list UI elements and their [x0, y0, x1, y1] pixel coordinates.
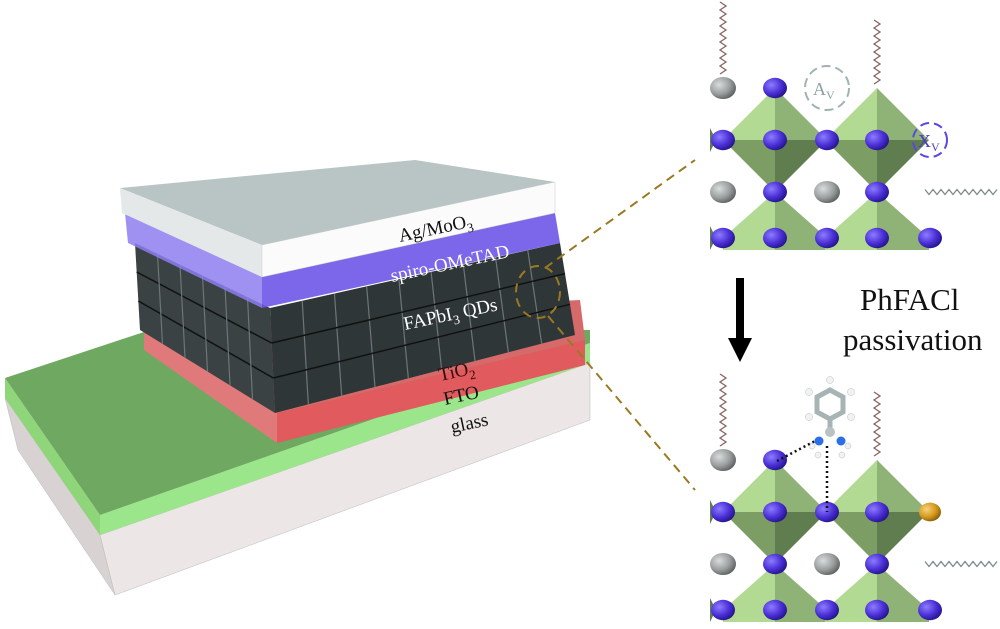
- ligand-chain: [872, 391, 882, 457]
- pbx6-octahedron-face: [775, 460, 827, 512]
- a-site-cation: [814, 180, 840, 204]
- svg-text:XV: XV: [918, 131, 940, 154]
- qd-grid-line: [494, 257, 509, 353]
- halide-ion: [763, 449, 787, 471]
- pbx6-octahedron-face: [825, 460, 877, 512]
- qd-grid-line: [333, 293, 343, 396]
- a-site-cation: [814, 552, 840, 576]
- halide-ion: [865, 553, 889, 575]
- ligand-chain: [718, 373, 728, 447]
- qd-grid-line: [246, 297, 254, 400]
- qd-grid-line: [201, 275, 209, 372]
- pbx6-octahedron-face: [775, 512, 827, 564]
- a-site-vacancy: AV: [804, 65, 850, 111]
- halide-ion: [711, 227, 735, 249]
- ligand-chain: [872, 19, 882, 85]
- a-site-cation: [710, 180, 736, 204]
- qd-grid-line: [430, 271, 443, 370]
- phfa-molecule: [776, 376, 855, 512]
- callout-line-bottom: [547, 315, 696, 491]
- halide-ion: [918, 599, 942, 621]
- ligand-chain: [718, 1, 728, 75]
- halide-ion: [711, 599, 735, 621]
- pbx6-octahedron-face: [723, 512, 775, 564]
- halide-ion: [763, 501, 787, 523]
- halide-ion: [865, 227, 889, 249]
- halide-ion: [763, 599, 787, 621]
- pbx6-octahedron-face: [775, 564, 827, 622]
- qd-grid-line: [527, 250, 543, 344]
- qd-grid-line: [179, 264, 186, 358]
- halide-ion: [918, 227, 942, 249]
- halide-ion: [711, 501, 735, 523]
- qd-grid-line: [398, 279, 409, 379]
- pbx6-octahedron-face: [877, 140, 929, 192]
- halide-ion: [763, 77, 787, 99]
- qd-grid-line: [156, 253, 164, 344]
- halide-ion: [865, 181, 889, 203]
- ag-moo3-electrode: [120, 160, 556, 278]
- chloride-ion: [919, 502, 941, 522]
- pbx6-octahedron-face: [775, 192, 827, 250]
- pbx6-octahedron-face: [877, 192, 929, 250]
- pbx6-octahedron-face: [877, 88, 929, 140]
- x-site-vacancy: XV: [912, 122, 948, 158]
- pbx6-octahedron-face: [723, 460, 775, 512]
- halide-ion: [815, 227, 839, 249]
- spiro-ometad-layer: [125, 213, 560, 308]
- pbx6-octahedron-face: [723, 140, 775, 192]
- glass-substrate: [4, 362, 591, 596]
- lattice-before-passivation: [710, 1, 998, 250]
- halide-ion: [763, 553, 787, 575]
- pbx6-octahedron-face: [825, 88, 877, 140]
- pbx6-octahedron-face: [775, 140, 827, 192]
- halide-ion: [865, 129, 889, 151]
- pbx6-octahedron-face: [877, 512, 929, 564]
- callout-line-top: [544, 159, 696, 269]
- qd-grid-line: [301, 300, 309, 405]
- pbx6-octahedron-face: [723, 192, 775, 250]
- pbx6-octahedron-face: [825, 140, 877, 192]
- halide-ion: [815, 129, 839, 151]
- zoom-callout: [515, 159, 696, 491]
- qd-grid-line: [273, 303, 571, 379]
- down-arrow-icon: [728, 278, 752, 362]
- qd-grid-line: [462, 264, 476, 362]
- lattice-after-passivation: [710, 373, 998, 622]
- pbx6-octahedron-face: [723, 88, 775, 140]
- fapbi3-qd-layer: [135, 243, 575, 413]
- halide-ion: [763, 227, 787, 249]
- pbx6-octahedron-face: [723, 564, 775, 622]
- qd-grid-line: [366, 286, 376, 388]
- process-label-phfacl: PhFACl: [860, 282, 959, 317]
- halide-ion: [815, 599, 839, 621]
- process-label-passivation: passivation: [843, 322, 983, 357]
- ligand-chain: [924, 188, 998, 196]
- a-site-cation: [710, 448, 736, 472]
- qd-grid-line: [224, 286, 231, 386]
- halide-ion: [763, 181, 787, 203]
- halide-ion: [865, 599, 889, 621]
- halide-ion: [865, 501, 889, 523]
- pbx6-octahedron-face: [877, 460, 929, 512]
- halide-ion: [763, 129, 787, 151]
- ligand-chain: [924, 560, 998, 568]
- pbx6-octahedron-face: [775, 88, 827, 140]
- a-site-cation: [710, 76, 736, 100]
- halide-ion: [711, 129, 735, 151]
- pbx6-octahedron-face: [825, 512, 877, 564]
- magnify-circle: [515, 265, 561, 319]
- a-site-cation: [710, 552, 736, 576]
- pbx6-octahedron-face: [877, 564, 929, 622]
- svg-text:AV: AV: [813, 79, 835, 102]
